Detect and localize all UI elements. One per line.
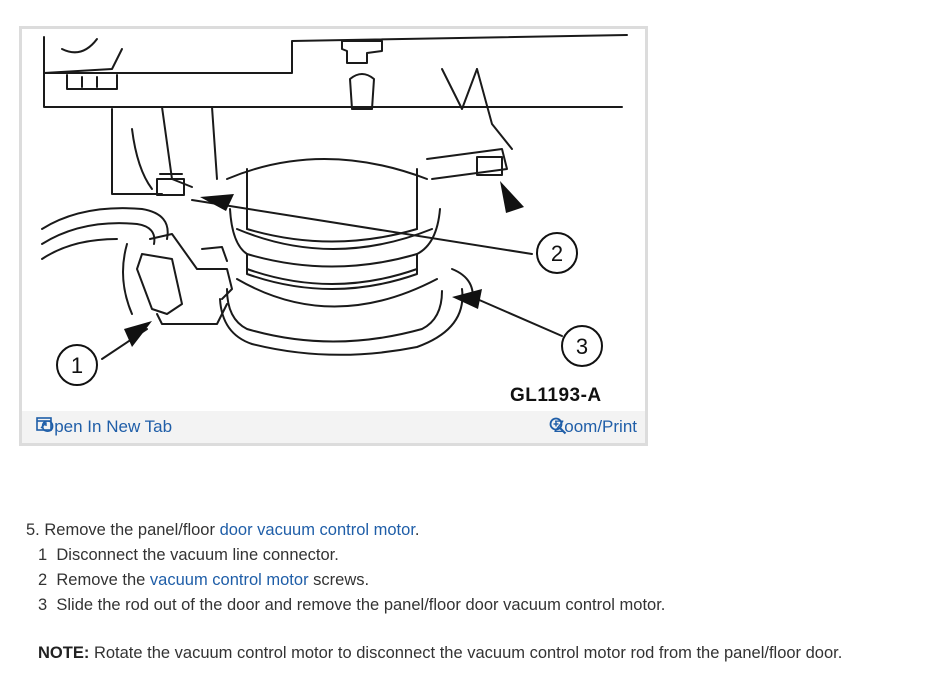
step-text-end: . bbox=[414, 521, 420, 539]
callout-2: 2 bbox=[551, 241, 563, 266]
substep-number: 3 bbox=[38, 596, 48, 614]
substep-number: 1 bbox=[38, 546, 48, 564]
note-label: NOTE: bbox=[38, 644, 90, 662]
substep-number: 2 bbox=[38, 571, 48, 589]
figure-toolbar: Open In New Tab Zoom/Print bbox=[22, 411, 645, 443]
note-text: Rotate the vacuum control motor to disco… bbox=[93, 644, 843, 662]
callout-3: 3 bbox=[576, 334, 588, 359]
substep-text: Slide the rod out of the door and remove… bbox=[56, 596, 666, 614]
open-in-new-tab-label: Open In New Tab bbox=[41, 417, 173, 436]
zoom-print-label: Zoom/Print bbox=[553, 417, 637, 436]
vacuum-control-motor-link[interactable]: vacuum control motor bbox=[149, 571, 309, 589]
substep-1: 1 Disconnect the vacuum line connector. bbox=[26, 543, 665, 568]
figure-container: 2 3 1 GL1193-A Open In New Tab bbox=[19, 26, 648, 446]
substep-text-end: screws. bbox=[313, 571, 370, 589]
zoom-print-link[interactable]: Zoom/Print bbox=[549, 417, 637, 437]
callout-1: 1 bbox=[71, 353, 83, 378]
instruction-steps: 5. Remove the panel/floor door vacuum co… bbox=[26, 518, 665, 618]
door-vacuum-control-motor-link[interactable]: door vacuum control motor bbox=[219, 521, 415, 539]
step-text: Remove the panel/floor bbox=[44, 521, 215, 539]
substep-text: Remove the bbox=[56, 571, 146, 589]
substep-text: Disconnect the vacuum line connector. bbox=[56, 546, 339, 564]
open-in-new-tab-link[interactable]: Open In New Tab bbox=[36, 417, 172, 437]
substep-2: 2 Remove the vacuum control motor screws… bbox=[26, 568, 665, 593]
step-number: 5. bbox=[26, 521, 40, 539]
figure-code: GL1193-A bbox=[510, 385, 602, 406]
note: NOTE: Rotate the vacuum control motor to… bbox=[38, 644, 842, 663]
substep-3: 3 Slide the rod out of the door and remo… bbox=[26, 593, 665, 618]
step-5: 5. Remove the panel/floor door vacuum co… bbox=[26, 518, 665, 543]
vacuum-motor-diagram: 2 3 1 bbox=[41, 34, 628, 386]
